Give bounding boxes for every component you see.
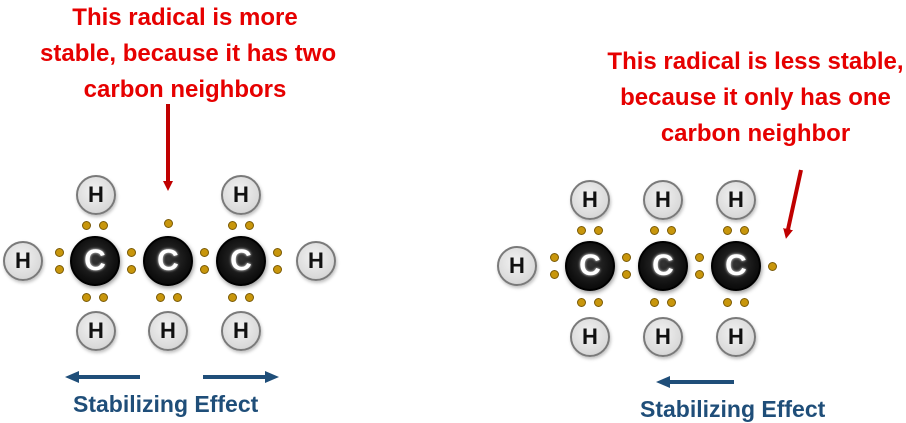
hydrogen-atom: H bbox=[221, 311, 261, 351]
atom-label: H bbox=[233, 318, 249, 343]
atom-label: H bbox=[655, 187, 671, 212]
hydrogen-atom: H bbox=[76, 175, 116, 215]
hydrogen-atom: H bbox=[296, 241, 336, 281]
hydrogen-atom: H bbox=[643, 180, 683, 220]
hydrogen-atom: H bbox=[221, 175, 261, 215]
atom-label: H bbox=[728, 187, 744, 212]
atom-label: H bbox=[655, 324, 671, 349]
electron-dot bbox=[768, 262, 777, 271]
carbon-atom: C bbox=[638, 241, 688, 291]
electron-dot bbox=[695, 253, 704, 262]
hydrogen-atom: H bbox=[148, 311, 188, 351]
electron-dot bbox=[667, 298, 676, 307]
hydrogen-atom: H bbox=[570, 317, 610, 357]
atom-label: H bbox=[88, 182, 104, 207]
electron-dot bbox=[82, 293, 91, 302]
carbon-atom: C bbox=[216, 236, 266, 286]
electron-dot bbox=[164, 219, 173, 228]
left-arrows bbox=[65, 104, 279, 383]
atom-label: C bbox=[157, 244, 179, 277]
right-caption-line-3: carbon neighbor bbox=[660, 120, 851, 147]
electron-dot bbox=[200, 265, 209, 274]
hydrogen-atom: H bbox=[497, 246, 537, 286]
left-caption: This radical is more stable, because it … bbox=[40, 0, 337, 108]
electron-dot bbox=[723, 226, 732, 235]
carbon-atom: C bbox=[565, 241, 615, 291]
electron-dot bbox=[173, 293, 182, 302]
hydrogen-atom: H bbox=[643, 317, 683, 357]
electron-dot bbox=[650, 298, 659, 307]
left-caption-line-2: stable, because it has two bbox=[40, 40, 337, 67]
right-arrows bbox=[656, 169, 803, 388]
atom-label: H bbox=[582, 187, 598, 212]
atom-label: H bbox=[15, 248, 31, 273]
right-caption-line-1: This radical is less stable, bbox=[607, 48, 904, 75]
atom-label: H bbox=[308, 248, 324, 273]
electron-dot bbox=[228, 293, 237, 302]
electron-dot bbox=[740, 226, 749, 235]
electron-dot bbox=[594, 298, 603, 307]
atom-label: H bbox=[160, 318, 176, 343]
electron-dot bbox=[577, 226, 586, 235]
electron-dot bbox=[723, 298, 732, 307]
hydrogen-atom: H bbox=[76, 311, 116, 351]
carbon-atom: C bbox=[711, 241, 761, 291]
left-panel: This radical is more stable, because it … bbox=[0, 0, 453, 422]
electron-dot bbox=[550, 270, 559, 279]
electron-dot bbox=[273, 265, 282, 274]
right-caption: This radical is less stable, because it … bbox=[598, 44, 906, 152]
atom-label: C bbox=[579, 249, 601, 282]
atom-label: H bbox=[509, 253, 525, 278]
electron-dot bbox=[55, 265, 64, 274]
electron-dot bbox=[594, 226, 603, 235]
electron-dot bbox=[622, 253, 631, 262]
electron-dot bbox=[99, 221, 108, 230]
hydrogen-atom: H bbox=[716, 317, 756, 357]
left-caption-line-3: carbon neighbors bbox=[83, 76, 287, 103]
electron-dot bbox=[55, 248, 64, 257]
right-pointer-arrow bbox=[783, 169, 803, 239]
hydrogen-atom: H bbox=[570, 180, 610, 220]
left-stabilizing-label: Stabilizing Effect bbox=[73, 391, 259, 417]
right-caption-line-2: because it only has one bbox=[620, 84, 891, 111]
atom-label: C bbox=[230, 244, 252, 277]
atom-label: C bbox=[725, 249, 747, 282]
electron-dot bbox=[99, 293, 108, 302]
electron-dot bbox=[650, 226, 659, 235]
carbon-atom: C bbox=[143, 236, 193, 286]
electron-dot bbox=[577, 298, 586, 307]
atom-label: H bbox=[88, 318, 104, 343]
left-caption-line-1: This radical is more bbox=[72, 4, 298, 31]
electron-dot bbox=[622, 270, 631, 279]
right-stabilizing-label: Stabilizing Effect bbox=[640, 396, 826, 422]
electron-dot bbox=[550, 253, 559, 262]
electron-dot bbox=[245, 293, 254, 302]
electron-dot bbox=[127, 265, 136, 274]
hydrogen-atom: H bbox=[3, 241, 43, 281]
electron-dot bbox=[667, 226, 676, 235]
electron-dot bbox=[273, 248, 282, 257]
electron-dot bbox=[740, 298, 749, 307]
electron-dot bbox=[82, 221, 91, 230]
electron-dot bbox=[228, 221, 237, 230]
electron-dot bbox=[200, 248, 209, 257]
atom-label: H bbox=[582, 324, 598, 349]
atom-label: C bbox=[84, 244, 106, 277]
hydrogen-atom: H bbox=[716, 180, 756, 220]
carbon-atom: C bbox=[70, 236, 120, 286]
electron-dot bbox=[245, 221, 254, 230]
electron-dot bbox=[156, 293, 165, 302]
electron-dot bbox=[127, 248, 136, 257]
atom-label: H bbox=[728, 324, 744, 349]
atom-label: H bbox=[233, 182, 249, 207]
electron-dot bbox=[695, 270, 704, 279]
atom-label: C bbox=[652, 249, 674, 282]
right-panel: This radical is less stable, because it … bbox=[453, 0, 906, 422]
